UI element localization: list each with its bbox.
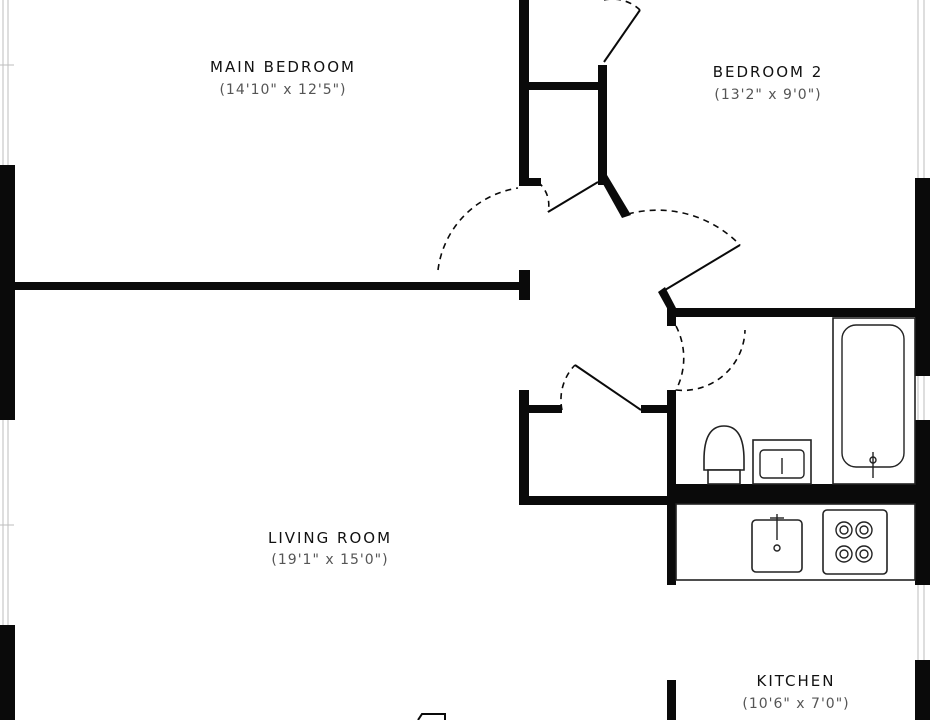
toilet — [703, 425, 745, 485]
room-dims-kitchen: (10'6" x 7'0") — [742, 696, 849, 712]
bathtub — [832, 317, 916, 485]
door-swings — [417, 0, 746, 720]
hall-closet-walls — [519, 390, 669, 505]
bathroom-sink — [752, 439, 812, 485]
left-exterior-wall — [0, 0, 15, 720]
room-dims-bedroom-2: (13'2" x 9'0") — [714, 87, 821, 103]
room-label-kitchen: KITCHEN — [757, 672, 836, 690]
room-label-bedroom-2: BEDROOM 2 — [713, 63, 824, 81]
bedroom-living-partition — [15, 270, 530, 300]
room-label-main-bedroom: MAIN BEDROOM — [210, 58, 356, 76]
bathroom-walls — [658, 287, 915, 720]
kitchen-sink — [751, 514, 803, 573]
right-exterior-wall — [915, 0, 930, 720]
room-dims-living-room: (19'1" x 15'0") — [271, 552, 388, 568]
room-dims-main-bedroom: (14'10" x 12'5") — [219, 82, 346, 98]
closet-walls — [519, 0, 631, 218]
stove-cooktop — [822, 509, 888, 575]
room-label-living-room: LIVING ROOM — [268, 529, 392, 547]
